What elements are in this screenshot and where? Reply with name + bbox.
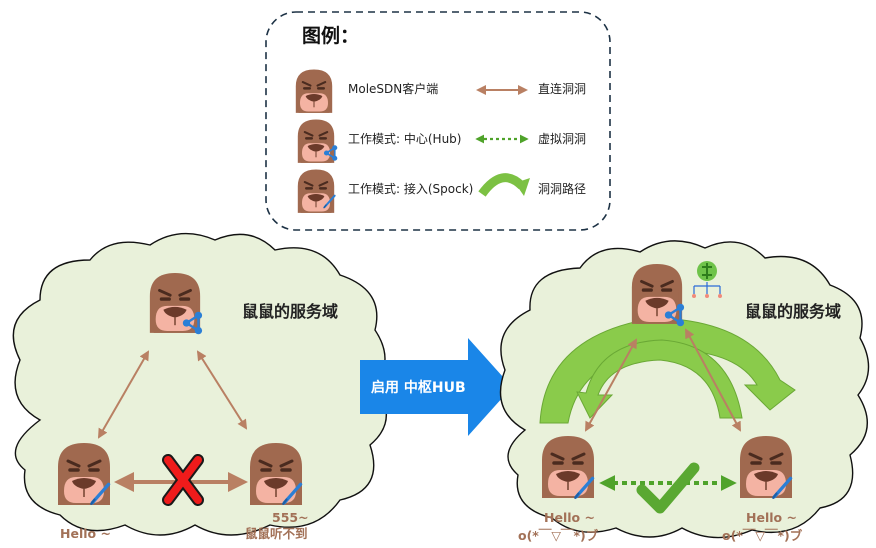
checkmark-icon: [636, 462, 700, 514]
legend-virtual-label: 虚拟洞洞: [538, 132, 586, 146]
right-domain-label: 鼠鼠的服务域: [745, 302, 841, 321]
right-right-caption-2: o(*￣▽￣*)ブ: [722, 528, 803, 543]
mole-client-icon: [294, 68, 334, 113]
enable-hub-label: 启用 中枢HUB: [371, 379, 466, 396]
mole-spock-node-left: [540, 434, 596, 500]
right-mole-caption-1: 555~: [272, 510, 309, 525]
right-right-caption-1: Hello ~: [746, 510, 797, 525]
hub-service-icon: [692, 261, 722, 298]
legend-direct-label: 直连洞洞: [538, 81, 586, 96]
right-mole-caption-2: 鼠鼠听不到: [245, 526, 308, 541]
legend-box: 图例： MoleSDN客户端 直连洞洞 工作模式: 中心(Hub) 虚拟洞洞 工…: [265, 11, 611, 231]
direct-link-hub-right: [685, 328, 741, 432]
legend-title: 图例：: [302, 24, 359, 47]
left-mole-caption: Hello ~: [60, 526, 111, 541]
direct-link-hub-left: [585, 338, 637, 432]
legend-hub-label: 工作模式: 中心(Hub): [348, 131, 461, 146]
legend-path-label: 洞洞路径: [538, 181, 586, 196]
left-domain-label: 鼠鼠的服务域: [242, 302, 338, 321]
legend-spock-label: 工作模式: 接入(Spock): [348, 181, 473, 196]
mole-spock-node-left: [56, 441, 112, 507]
mole-spock-icon: [296, 168, 336, 213]
direct-link-left-top: [98, 350, 149, 439]
blocked-x-icon: [162, 454, 204, 506]
right-left-caption-2: o(*￣▽￣*)ブ: [518, 528, 599, 543]
mole-spock-node-right: [738, 434, 794, 500]
left-cloud: 鼠鼠的服务域 Hello ~ 555~ 鼠鼠听不到: [12, 232, 388, 541]
mole-hub-node: [629, 262, 685, 326]
mole-hub-icon: [296, 118, 336, 163]
right-left-caption-1: Hello ~: [544, 510, 595, 525]
legend-client-label: MoleSDN客户端: [348, 81, 438, 96]
right-cloud: 鼠鼠的服务域 Hello ~ o(*￣▽￣*)ブ Hello ~ o(: [499, 240, 870, 543]
enable-hub-arrow: 启用 中枢HUB: [360, 338, 512, 436]
mole-spock-node-right: [248, 441, 304, 507]
direct-link-right-top: [196, 350, 248, 430]
mole-hub-node: [147, 271, 203, 335]
